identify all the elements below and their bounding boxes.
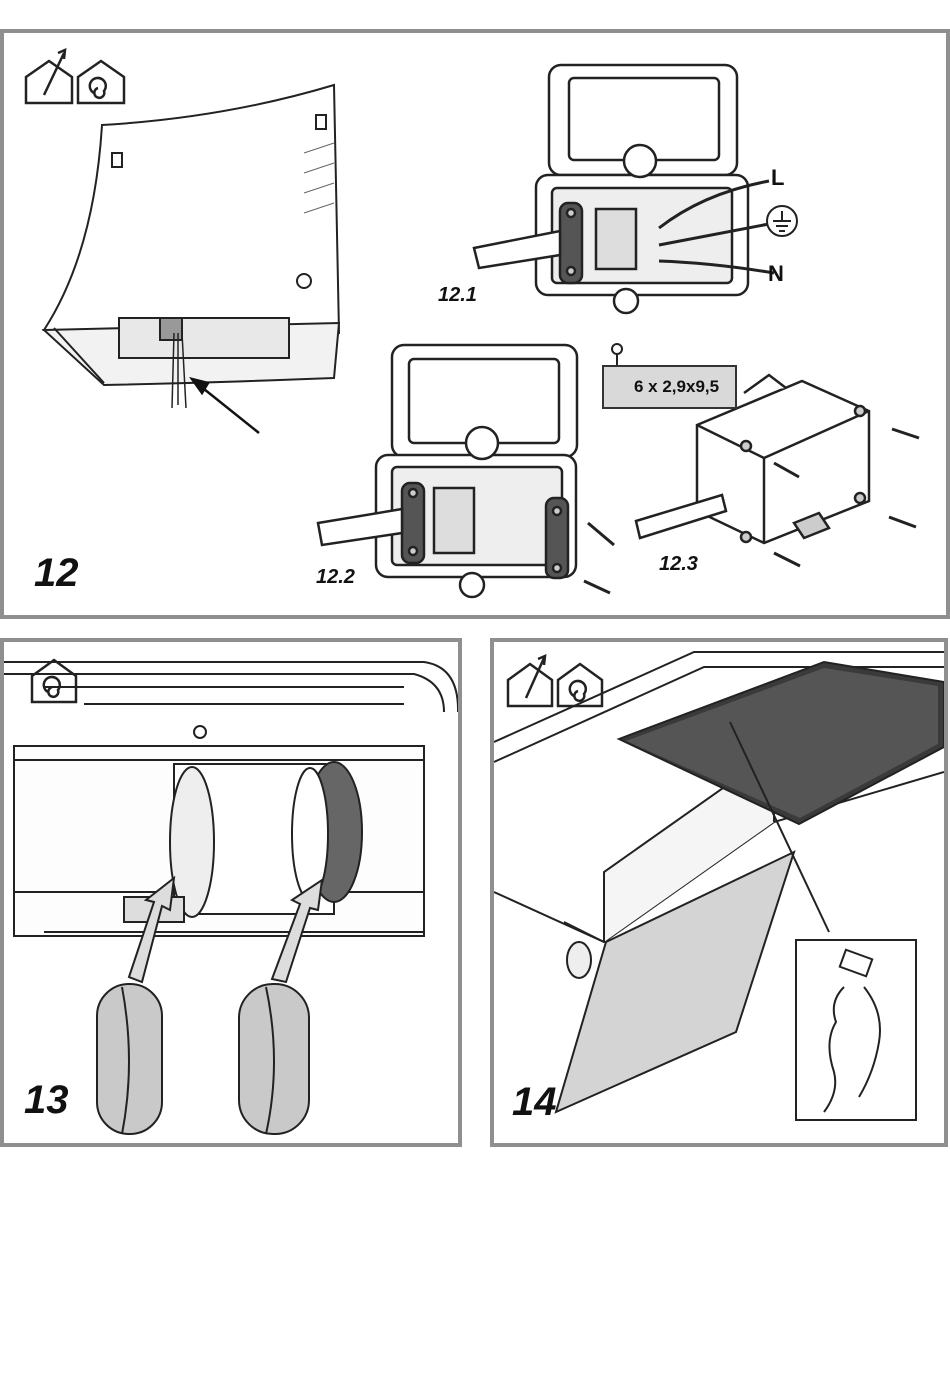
figure-14-panel: 14 — [490, 638, 948, 1147]
hood-canopy-drawing — [44, 85, 339, 408]
ducted-exhaust-icon — [508, 656, 552, 706]
figure-12-panel: 12 12.1 12.2 12.3 L N 6 x 2,9x9,5 — [0, 29, 950, 619]
figure-13-panel: 13 — [0, 638, 462, 1147]
figure-12-number: 12 — [34, 551, 79, 596]
recirculation-icon — [32, 660, 76, 702]
figure-13-number: 13 — [24, 1078, 69, 1123]
wire-label-neutral: N — [768, 261, 784, 287]
junction-box-open-12-2 — [318, 345, 614, 597]
step-12-2-label: 12.2 — [316, 566, 355, 589]
damper-cap-left — [97, 984, 162, 1134]
figure-12-illustration — [4, 33, 946, 615]
cable-pointer-arrow — [192, 379, 259, 433]
wire-label-line: L — [771, 165, 784, 191]
figure-14-illustration — [494, 642, 944, 1143]
step-12-1-label: 12.1 — [438, 284, 477, 307]
step-12-3-label: 12.3 — [659, 553, 698, 576]
screw-spec-box: 6 x 2,9x9,5 — [602, 365, 737, 409]
figure-13-illustration — [4, 642, 458, 1143]
ducted-exhaust-icon — [26, 50, 72, 103]
junction-box-open-12-1 — [474, 65, 774, 313]
grease-filter-mesh — [619, 662, 944, 824]
filter-clip-detail-inset — [796, 940, 916, 1120]
recirculation-icon — [78, 61, 124, 103]
damper-cap-right — [239, 984, 309, 1134]
screw-spec-text: 6 x 2,9x9,5 — [634, 377, 719, 397]
figure-14-number: 14 — [512, 1080, 557, 1125]
earth-symbol-icon — [767, 206, 797, 236]
recirculation-icon — [558, 664, 602, 706]
